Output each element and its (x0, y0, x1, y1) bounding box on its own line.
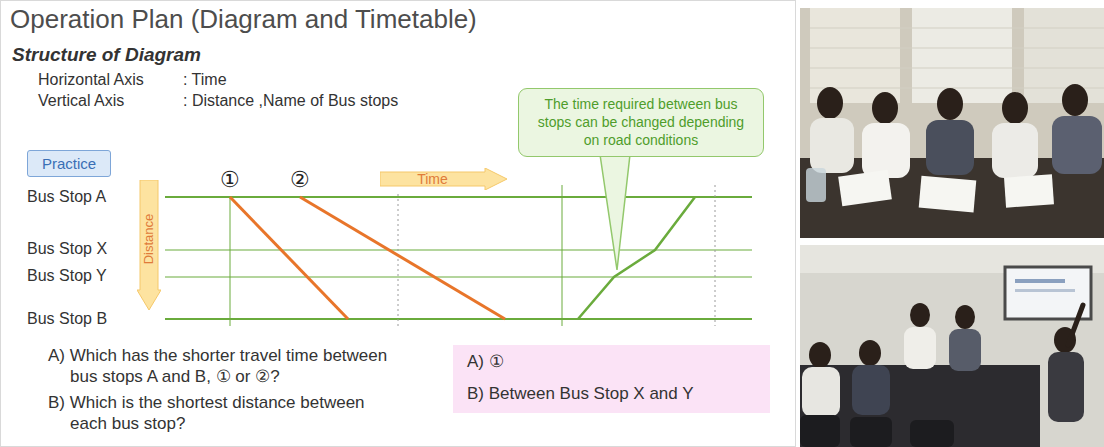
bus-stop-name: Bus Stop Y (27, 266, 107, 286)
photo-wall (800, 245, 1104, 447)
note-callout-text: The time required between bus stops can … (529, 95, 753, 150)
bus-stop-name: Bus Stop X (27, 239, 107, 259)
stop-line (165, 318, 752, 320)
axis-name: Vertical Axis (38, 91, 124, 111)
stop-line (165, 196, 752, 198)
distance-arrow-text: Distance (141, 214, 157, 265)
bus-stop-lines (165, 197, 752, 319)
note-callout: The time required between bus stops can … (518, 88, 764, 157)
photo-papers (838, 170, 1054, 213)
photo-people (802, 303, 1084, 422)
photo-table (800, 365, 1040, 447)
section-heading: Structure of Diagram (12, 43, 201, 67)
axis-description: : Time (183, 70, 227, 90)
grid-line (562, 185, 563, 326)
workshop-photo (800, 245, 1104, 447)
practice-badge-text: Practice (42, 155, 96, 172)
stop-line (165, 249, 752, 250)
bus-stop-name: Bus Stop B (27, 309, 107, 329)
answer-box-text: A) ① (467, 351, 756, 373)
time-arrow: Time (380, 168, 507, 190)
photo-pointing-arm (1068, 305, 1083, 345)
callout-pointer-layer (600, 155, 630, 270)
photo-screen-content (1015, 279, 1065, 283)
arrow-outline (380, 168, 507, 190)
return-trip-line (578, 197, 695, 319)
practice-badge: Practice (27, 150, 111, 177)
photo-people (810, 84, 1102, 178)
time-grid (230, 185, 715, 326)
stop-line (165, 276, 752, 277)
photo-blinds (810, 28, 1104, 88)
question: A) Which has the shorter travel time bet… (48, 345, 388, 388)
grid-line (230, 197, 231, 326)
trip-number: ① (220, 166, 240, 194)
time-arrow-text: Time (417, 168, 448, 190)
grid-line (398, 194, 399, 326)
arrow-outline (137, 180, 161, 310)
photo-pitcher (806, 168, 826, 202)
photo-window (810, 8, 900, 103)
slide-title: Operation Plan (Diagram and Timetable) (10, 3, 477, 36)
distance-arrow: Distance (137, 180, 161, 310)
trip-number: ② (290, 166, 310, 194)
callout-pointer (600, 155, 630, 270)
photo-screen-content (1015, 289, 1075, 292)
photo-wall (800, 8, 1104, 238)
workshop-photo (800, 8, 1104, 238)
axis-description: : Distance ,Name of Bus stops (183, 91, 398, 111)
slide-border (1, 1, 796, 447)
answer-box: A) ① B) Between Bus Stop X and Y (453, 345, 770, 413)
answer-box-text: B) Between Bus Stop X and Y (467, 383, 756, 405)
photo-window (1024, 8, 1104, 103)
grid-line (715, 185, 716, 326)
trip-line (300, 197, 505, 319)
photo-window (912, 8, 1012, 103)
bus-stop-name: Bus Stop A (27, 187, 106, 207)
photo-chairs (800, 415, 954, 447)
axis-name: Horizontal Axis (38, 70, 144, 90)
question: B) Which is the shortest distance betwee… (48, 392, 388, 435)
